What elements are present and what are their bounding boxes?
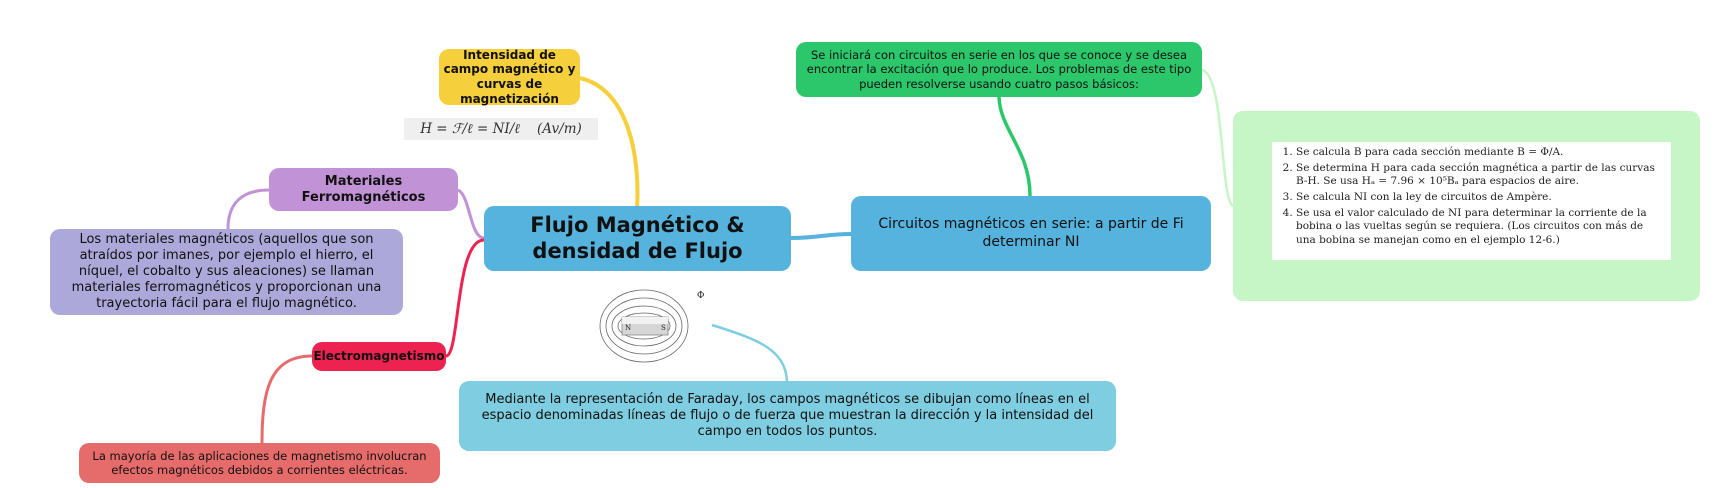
topic-materiales-label: Materiales Ferromagnéticos xyxy=(301,173,426,205)
topic-electromagnetismo[interactable]: Electromagnetismo xyxy=(312,342,446,371)
connector-central-intensidad xyxy=(579,76,640,209)
paso-item: Se determina H para cada sección magnéti… xyxy=(1296,162,1665,189)
connector-materiales-desc xyxy=(226,188,270,230)
magnet-south-label: S xyxy=(661,324,666,332)
connector-central-faraday xyxy=(711,323,789,382)
pasos-list: Se calcula B para cada sección mediante … xyxy=(1276,146,1665,247)
topic-circuitos-serie[interactable]: Circuitos magnéticos en serie: a partir … xyxy=(851,196,1211,271)
bar-magnet-icon: N S Φ xyxy=(599,289,704,363)
paso-item: Se calcula NI con la ley de circuitos de… xyxy=(1296,191,1665,205)
topic-intensidad[interactable]: Intensidad de campo magnético y curvas d… xyxy=(439,47,580,106)
connector-circuitos-serie xyxy=(997,96,1032,197)
topic-circuitos-serie-description[interactable]: Se iniciará con circuitos en serie en lo… xyxy=(796,42,1202,97)
central-topic-label: Flujo Magnético & densidad de Flujo xyxy=(530,213,745,263)
faraday-description-text: Mediante la representación de Faraday, l… xyxy=(481,392,1094,439)
electro-description-text: La mayoría de las aplicaciones de magnet… xyxy=(92,448,427,477)
topic-circuitos-label: Circuitos magnéticos en serie: a partir … xyxy=(878,216,1184,250)
pasos-basicos-image: Se calcula B para cada sección mediante … xyxy=(1272,142,1671,260)
circuitos-description-text: Se iniciará con circuitos en serie en lo… xyxy=(806,48,1192,91)
topic-electro-label: Electromagnetismo xyxy=(313,349,445,364)
materiales-description-text: Los materiales magnéticos (aquellos que … xyxy=(71,232,382,311)
topic-materiales-description[interactable]: Los materiales magnéticos (aquellos que … xyxy=(50,229,403,315)
formula-intensidad-campo: H = ℱ/ℓ = NI/ℓ (Av/m) xyxy=(404,118,598,140)
connector-central-electro xyxy=(445,238,485,358)
central-topic[interactable]: Flujo Magnético & densidad de Flujo xyxy=(484,206,791,271)
connector-serie-pasos xyxy=(1201,68,1234,208)
topic-intensidad-label: Intensidad de campo magnético y curvas d… xyxy=(443,47,576,106)
topic-electromagnetismo-description[interactable]: La mayoría de las aplicaciones de magnet… xyxy=(79,443,440,483)
bar-magnet-figure: N S Φ xyxy=(594,285,714,367)
connector-central-materiales xyxy=(457,188,485,240)
paso-item: Se calcula B para cada sección mediante … xyxy=(1296,146,1665,160)
connector-electro-desc xyxy=(260,354,313,444)
flux-symbol-label: Φ xyxy=(697,291,704,301)
topic-materiales-ferromagneticos[interactable]: Materiales Ferromagnéticos xyxy=(269,168,458,211)
topic-faraday-description[interactable]: Mediante la representación de Faraday, l… xyxy=(459,381,1116,451)
formula-text: H = ℱ/ℓ = NI/ℓ (Av/m) xyxy=(420,121,582,137)
connector-central-circuitos xyxy=(790,232,852,240)
paso-item: Se usa el valor calculado de NI para det… xyxy=(1296,207,1665,248)
magnet-north-label: N xyxy=(625,324,631,332)
